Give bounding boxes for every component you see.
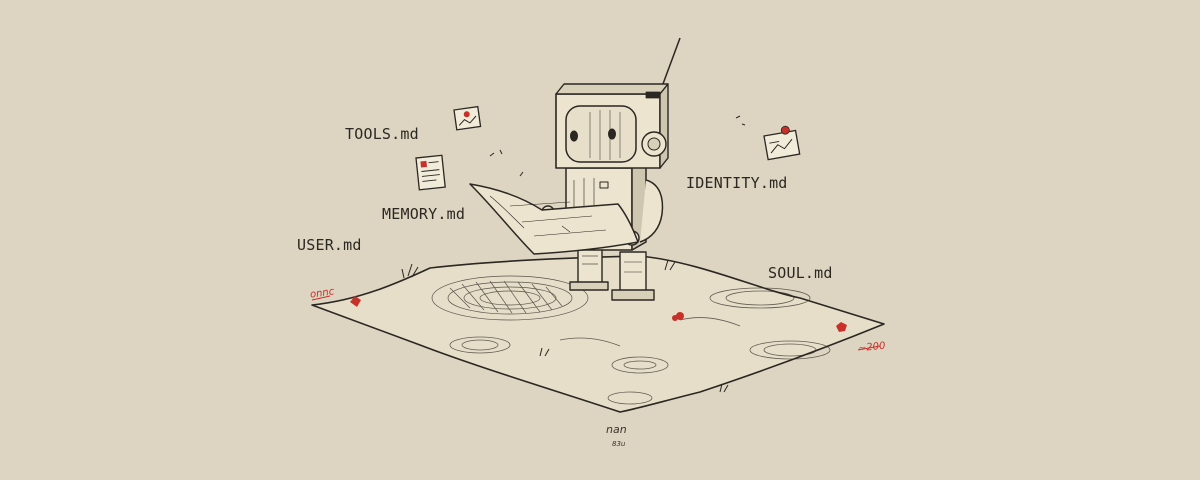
artist-signature-sub: 83u <box>612 440 626 448</box>
file-label-memory: MEMORY.md <box>382 205 466 223</box>
file-label-identity: IDENTITY.md <box>686 174 788 192</box>
photo-card-icon <box>763 125 801 161</box>
ground-map <box>311 255 885 413</box>
artist-signature: nan <box>606 423 627 436</box>
robot-illustration <box>541 37 681 301</box>
document-icon <box>415 154 446 191</box>
file-label-user: USER.md <box>297 236 362 254</box>
file-label-tools: TOOLS.md <box>345 125 419 143</box>
red-marker-icon <box>350 296 847 332</box>
paper-map-icon <box>469 183 639 255</box>
image-card-icon <box>453 105 482 131</box>
file-label-soul: SOUL.md <box>768 264 833 282</box>
